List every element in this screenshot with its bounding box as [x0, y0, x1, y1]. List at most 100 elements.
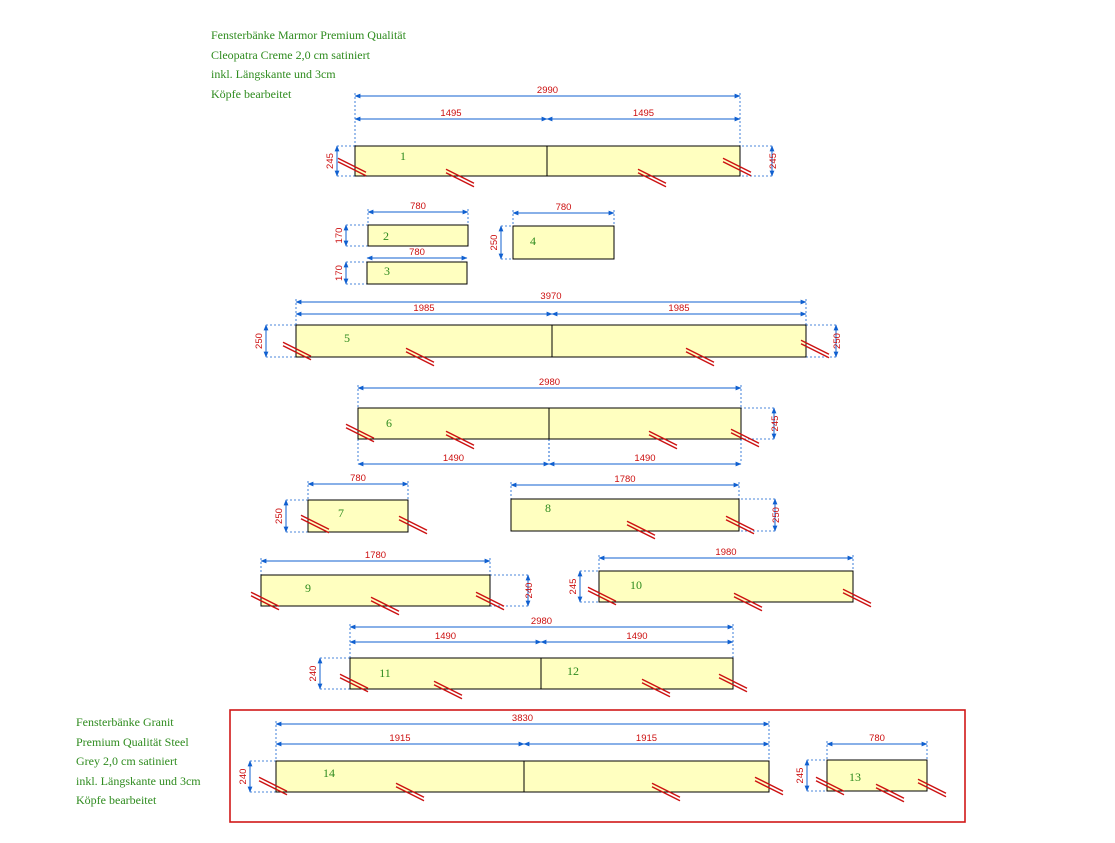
dimension-label: 780: [350, 473, 366, 484]
dimension-label: 1490: [634, 453, 655, 464]
depth-dimension-label: 245: [768, 153, 779, 169]
edge-mark: [587, 590, 617, 606]
edge-mark: [475, 595, 505, 611]
edge-mark: [917, 782, 947, 798]
slab-number: 10: [630, 578, 642, 592]
edge-mark: [725, 519, 755, 535]
slab-number: 3: [384, 264, 390, 278]
depth-dimension-label: 250: [489, 235, 500, 251]
depth-dimension-label: 240: [524, 583, 535, 599]
edge-mark: [398, 515, 428, 531]
slab-number: 12: [567, 664, 579, 678]
edge-mark: [875, 783, 905, 799]
slab-number: 4: [530, 234, 536, 248]
edge-mark: [754, 776, 784, 792]
depth-dimension-label: 250: [832, 333, 843, 349]
dimension-label: 780: [409, 247, 425, 258]
edge-mark: [722, 161, 752, 177]
edge-mark: [648, 434, 678, 450]
dimension-label: 1985: [668, 303, 689, 314]
marble-note-line: Cleopatra Creme 2,0 cm satiniert: [211, 47, 370, 62]
dimension-label: 1980: [715, 547, 736, 558]
edge-mark: [258, 776, 288, 792]
edge-mark: [651, 786, 681, 802]
marble-note-line: Köpfe bearbeitet: [211, 86, 292, 101]
granite-note-line: Köpfe bearbeitet: [76, 793, 157, 807]
edge-mark: [405, 351, 435, 367]
slab-rect: [512, 225, 615, 260]
dimension-label: 1915: [389, 733, 410, 744]
edge-mark: [445, 172, 475, 188]
edge-mark: [641, 678, 671, 694]
dimension-label: 780: [410, 201, 426, 212]
dimension-label: 780: [869, 733, 885, 744]
edge-mark: [282, 341, 312, 357]
granite-note-line: Premium Qualität Steel: [76, 734, 189, 749]
slab-number: 9: [305, 581, 311, 595]
edge-mark: [370, 600, 400, 616]
edge-mark: [587, 586, 617, 602]
edge-mark: [754, 780, 784, 796]
slab-number: 13: [849, 770, 861, 784]
edge-mark: [370, 596, 400, 612]
edge-mark: [445, 430, 475, 446]
marble-note-line: inkl. Längskante und 3cm: [211, 67, 336, 81]
granite-note-line: Grey 2,0 cm satiniert: [76, 754, 178, 768]
edge-mark: [433, 684, 463, 700]
edge-mark: [637, 168, 667, 184]
dimension-label: 1490: [435, 631, 456, 642]
dimension-label: 1490: [443, 453, 464, 464]
edge-mark: [339, 677, 369, 693]
edge-mark: [398, 519, 428, 535]
edge-mark: [405, 347, 435, 363]
edge-mark: [730, 428, 760, 444]
edge-mark: [475, 591, 505, 607]
edge-mark: [345, 427, 375, 443]
edge-mark: [718, 677, 748, 693]
depth-dimension-label: 245: [770, 416, 781, 432]
marble-spec-note: Fensterbänke Marmor Premium Qualität Cle…: [211, 26, 406, 104]
dimension-label: 1490: [626, 631, 647, 642]
granite-group-frame: [229, 709, 966, 823]
depth-dimension-label: 240: [238, 769, 249, 785]
edge-mark: [725, 515, 755, 531]
granite-spec-note: Fensterbänke Granit Premium Qualität Ste…: [76, 713, 201, 811]
edge-mark: [842, 588, 872, 604]
edge-mark: [637, 172, 667, 188]
slab-rect: [598, 570, 854, 603]
edge-mark: [730, 432, 760, 448]
edge-mark: [875, 787, 905, 803]
slab-rect: [260, 574, 491, 607]
slab-number: 1: [400, 149, 406, 163]
edge-mark: [800, 343, 830, 359]
slab-number: 14: [323, 766, 335, 780]
edge-mark: [337, 161, 367, 177]
granite-note-line: inkl. Längskante und 3cm: [76, 773, 201, 788]
depth-dimension-label: 250: [254, 333, 265, 349]
edge-mark: [718, 673, 748, 689]
edge-mark: [339, 673, 369, 689]
edge-mark: [395, 786, 425, 802]
dimension-label: 1780: [365, 550, 386, 561]
edge-mark: [282, 345, 312, 361]
edge-mark: [648, 430, 678, 446]
edge-mark: [626, 520, 656, 536]
slab-rect: [826, 759, 928, 792]
edge-mark: [433, 680, 463, 696]
slab-rect: [295, 324, 807, 358]
edge-mark: [733, 592, 763, 608]
dimension-label: 1915: [636, 733, 657, 744]
depth-dimension-label: 240: [308, 666, 319, 682]
edge-mark: [300, 518, 330, 534]
slab-rect: [367, 224, 469, 247]
edge-mark: [445, 168, 475, 184]
slab-rect: [275, 760, 770, 793]
edge-mark: [815, 780, 845, 796]
edge-mark: [395, 782, 425, 798]
dimension-label: 3830: [512, 713, 533, 724]
depth-dimension-label: 245: [795, 768, 806, 784]
edge-mark: [250, 591, 280, 607]
dimension-label: 2980: [539, 377, 560, 388]
edge-mark: [345, 423, 375, 439]
